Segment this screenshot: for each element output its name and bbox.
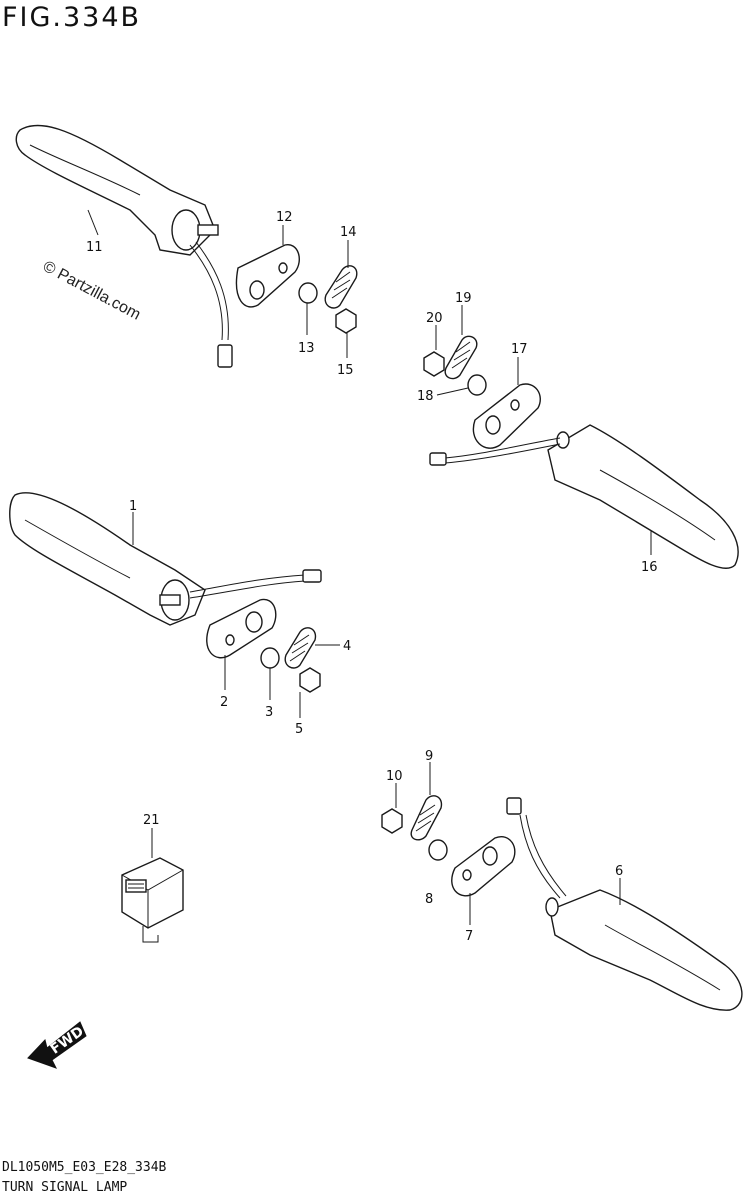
callout-3: 3: [265, 705, 273, 720]
callout-21: 21: [143, 813, 160, 828]
callout-15: 15: [337, 363, 354, 378]
washer-front-right[interactable]: [467, 374, 487, 396]
svg-text:FWD: FWD: [48, 1024, 87, 1058]
callout-17: 17: [511, 342, 528, 357]
washer-rear-right[interactable]: [428, 839, 448, 861]
callout-labels: 1 2 3 4 5 6 7 8 9 10 11 12 13 14 15 16 1…: [86, 210, 658, 944]
callout-12: 12: [276, 210, 293, 225]
callout-18: 18: [417, 389, 434, 404]
clip-rear-left[interactable]: [284, 627, 317, 669]
callout-13: 13: [298, 341, 315, 356]
callout-10: 10: [386, 769, 403, 784]
lamp-cushion-front-right[interactable]: [472, 383, 541, 449]
callout-4: 4: [343, 639, 351, 654]
callout-14: 14: [340, 225, 357, 240]
clip-front-right[interactable]: [444, 335, 478, 380]
figure-caption: TURN SIGNAL LAMP: [2, 1180, 128, 1195]
callout-2: 2: [220, 695, 228, 710]
turn-signal-lamp-rear-right[interactable]: [506, 797, 743, 1011]
callout-8: 8: [425, 892, 433, 907]
turn-signal-lamp-front-right[interactable]: [429, 424, 739, 569]
callout-11: 11: [86, 240, 103, 255]
lamp-cushion-rear-left[interactable]: [206, 598, 277, 659]
callout-1: 1: [129, 499, 137, 514]
lamp-cushion-rear-right[interactable]: [451, 836, 516, 897]
callout-7: 7: [465, 929, 473, 944]
figure-title: FIG.334B: [2, 2, 142, 33]
lamp-cushion-front-left[interactable]: [235, 244, 300, 308]
nut-front-right[interactable]: [423, 351, 445, 377]
nut-rear-left[interactable]: [299, 667, 321, 693]
washer-front-left[interactable]: [298, 282, 318, 304]
nut-front-left[interactable]: [335, 308, 357, 334]
nut-rear-right[interactable]: [381, 808, 403, 834]
callout-6: 6: [615, 864, 623, 879]
callout-5: 5: [295, 722, 303, 737]
figure-code: DL1050M5_E03_E28_334B: [2, 1160, 167, 1175]
callout-20: 20: [426, 311, 443, 326]
washer-rear-left[interactable]: [260, 647, 280, 669]
turn-signal-lamp-front-left[interactable]: [15, 124, 233, 368]
turn-signal-relay[interactable]: [121, 857, 184, 943]
forward-direction-arrow: FWD: [27, 1021, 87, 1069]
callout-9: 9: [425, 749, 433, 764]
clip-front-left[interactable]: [324, 265, 358, 309]
clip-rear-right[interactable]: [410, 795, 443, 841]
turn-signal-lamp-rear-left[interactable]: [9, 492, 322, 626]
callout-16: 16: [641, 560, 658, 575]
callout-19: 19: [455, 291, 472, 306]
leader-lines: [87, 209, 652, 925]
